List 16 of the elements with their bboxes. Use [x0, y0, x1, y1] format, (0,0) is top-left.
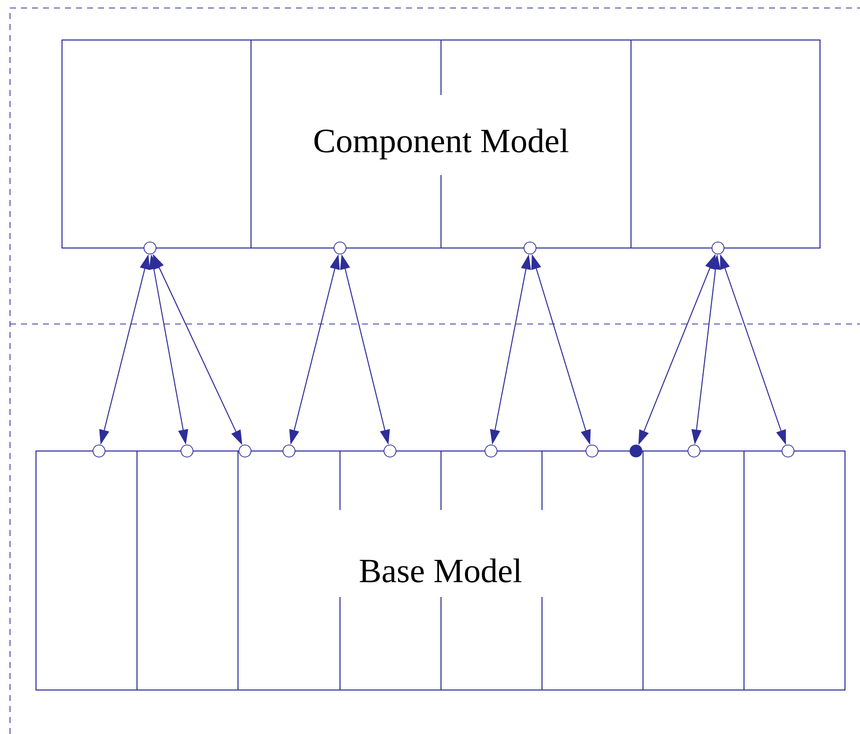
port-circle — [524, 242, 536, 254]
port-circle — [334, 242, 346, 254]
port-circle — [238, 444, 252, 458]
port-circle — [92, 444, 106, 458]
port-circle — [586, 444, 598, 458]
port-circle — [282, 444, 296, 458]
port-circle — [484, 444, 498, 458]
model-box: Component Model — [62, 40, 820, 248]
port-circle — [144, 242, 156, 254]
port-circle — [384, 444, 396, 458]
port-circle — [180, 444, 194, 458]
port-dot — [630, 444, 642, 458]
port-circle — [782, 444, 794, 458]
port-circle — [712, 242, 724, 254]
model-box: Base Model — [36, 450, 846, 690]
port-circle — [688, 444, 700, 458]
